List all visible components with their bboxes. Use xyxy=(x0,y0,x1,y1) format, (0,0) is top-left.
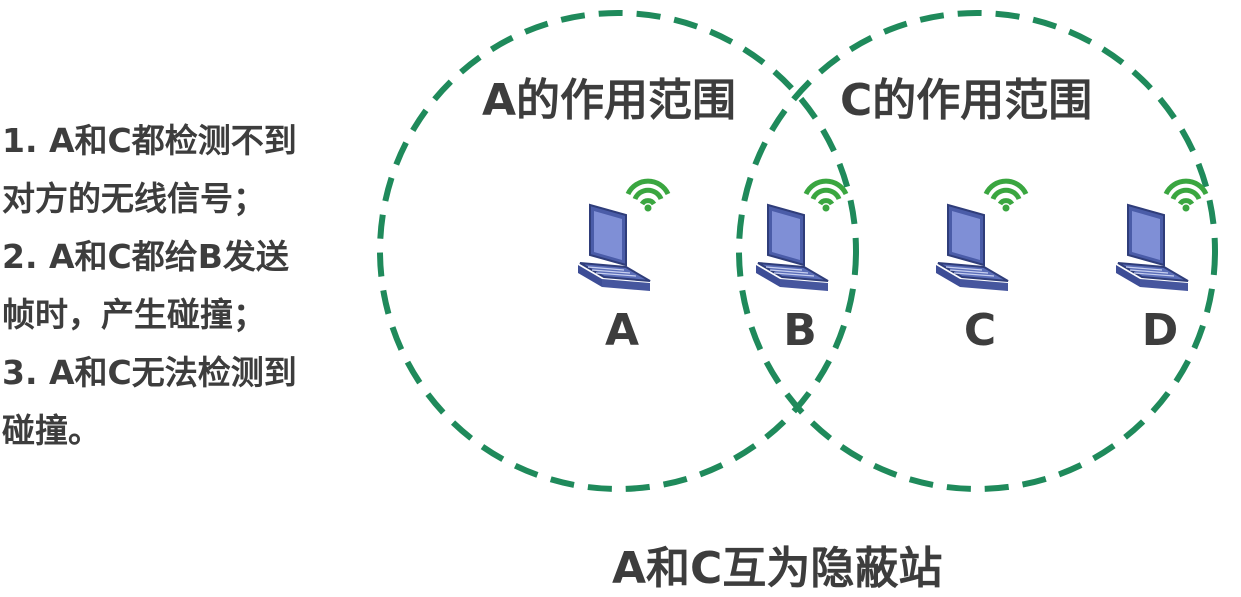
note-line: 3. A和C无法检测到 xyxy=(2,353,297,392)
wifi-d-icon xyxy=(1166,181,1206,211)
caption: A和C互为隐蔽站 xyxy=(612,543,943,594)
node-label-c: C xyxy=(963,305,997,356)
laptop-a-icon xyxy=(577,204,651,292)
wifi-a-icon xyxy=(628,181,668,211)
node-label-a: A xyxy=(604,305,640,356)
range-circle-a xyxy=(377,10,859,492)
note-line: 1. A和C都检测不到 xyxy=(2,121,297,160)
node-label-b: B xyxy=(783,305,817,356)
wifi-b-icon xyxy=(806,181,846,211)
note-line: 帧时，产生碰撞； xyxy=(2,295,266,334)
range-label-c: C的作用范围 xyxy=(840,75,1093,126)
node-label-d: D xyxy=(1141,305,1179,356)
note-line: 碰撞。 xyxy=(2,411,101,450)
range-circle-c xyxy=(736,10,1218,492)
wifi-c-icon xyxy=(986,181,1026,211)
laptop-d-icon xyxy=(1115,204,1189,292)
laptop-c-icon xyxy=(935,204,1009,292)
range-label-a: A的作用范围 xyxy=(482,75,737,126)
note-line: 2. A和C都给B发送 xyxy=(2,237,289,276)
notes-list: 1. A和C都检测不到 对方的无线信号； 2. A和C都给B发送 帧时，产生碰撞… xyxy=(2,112,382,460)
laptop-b-icon xyxy=(755,204,829,292)
note-line: 对方的无线信号； xyxy=(2,179,266,218)
